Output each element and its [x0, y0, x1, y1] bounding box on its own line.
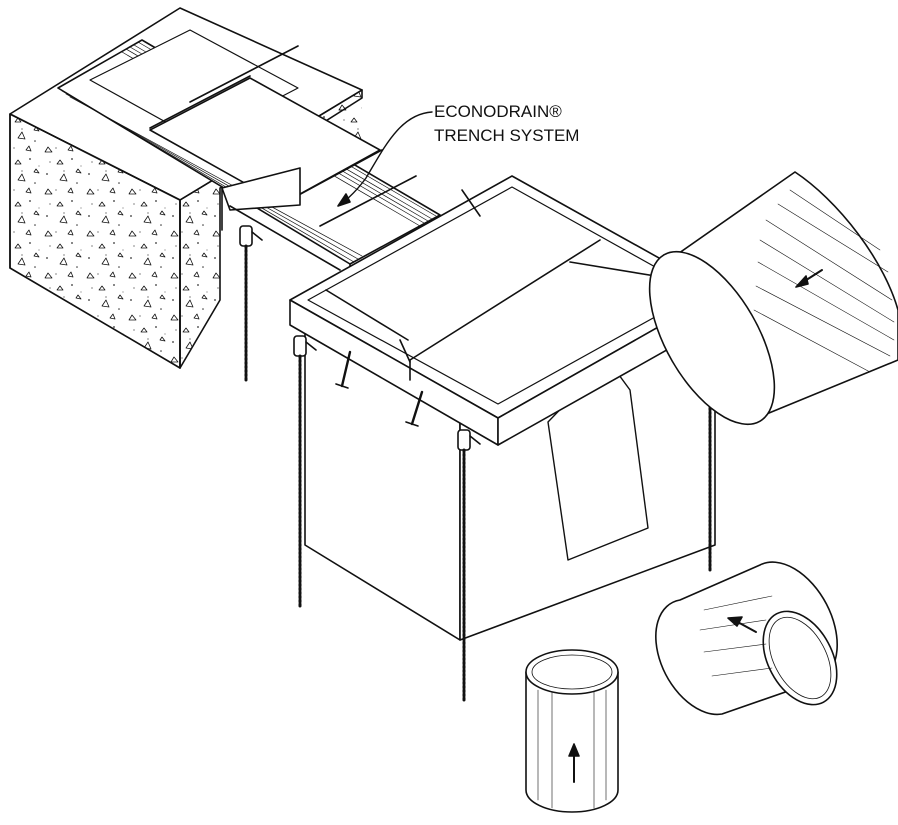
outlet-pipe-large: [648, 171, 898, 426]
bolt-pins: [335, 350, 424, 427]
anchor-clip-3: [457, 429, 481, 702]
flow-arrow-icon: [727, 616, 757, 633]
flow-arrow-icon: [568, 743, 580, 783]
flow-arrow-icon: [795, 269, 823, 288]
trench-channel: [57, 29, 441, 301]
callout-leader: [337, 111, 433, 207]
anchor-clip-1: [239, 225, 263, 382]
anchor-clip-2: [293, 335, 317, 610]
callout-label: ECONODRAIN® TRENCH SYSTEM: [434, 100, 579, 148]
outlet-pipe-small: [655, 561, 838, 716]
callout-line-1: ECONODRAIN®: [434, 102, 562, 121]
inlet-riser-pipe: [525, 649, 619, 813]
callout-line-2: TRENCH SYSTEM: [434, 126, 580, 145]
